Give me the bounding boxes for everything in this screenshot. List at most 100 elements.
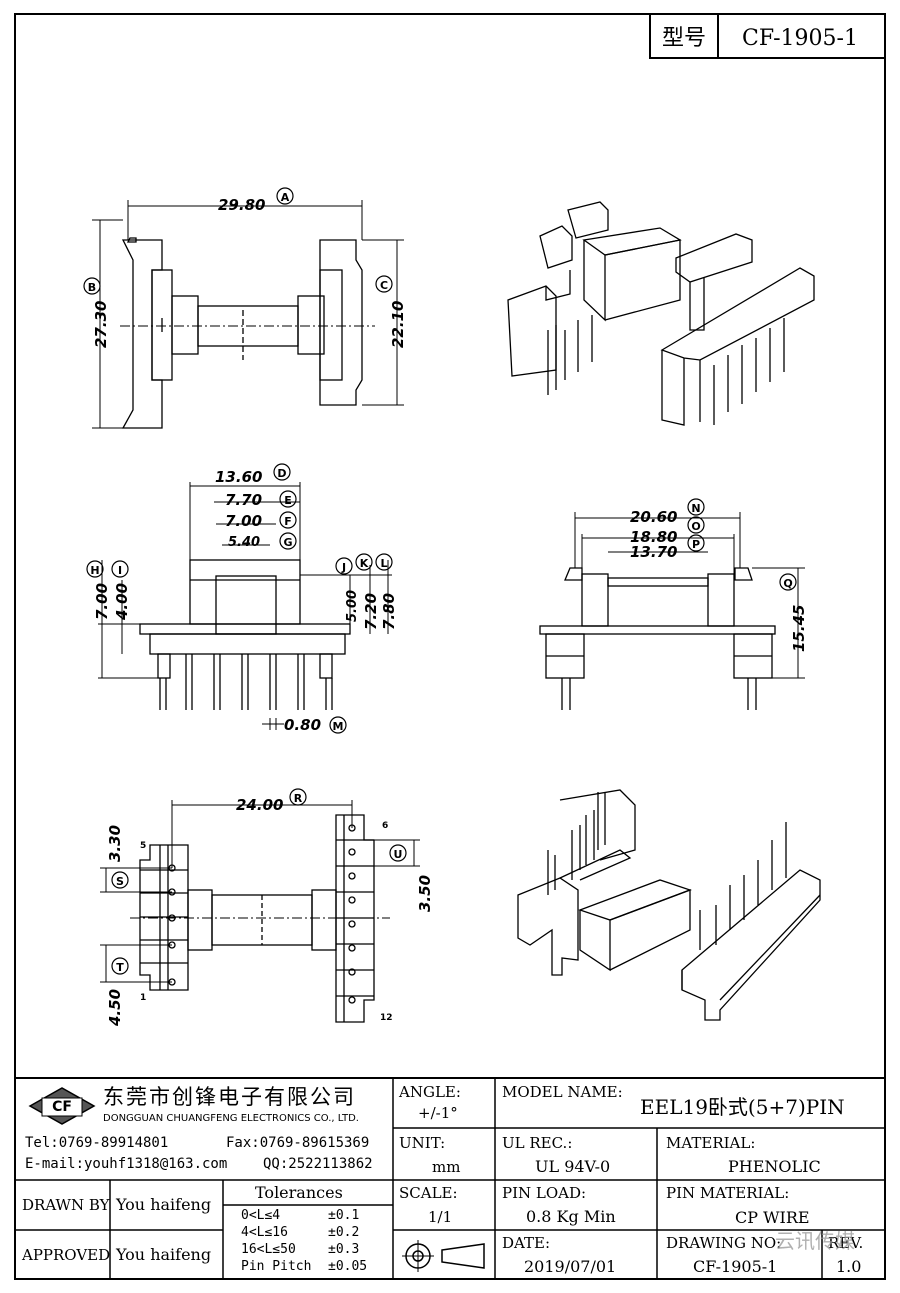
company-fax: Fax:0769-89615369	[226, 1135, 370, 1151]
front-view	[98, 482, 392, 730]
dim-tag: P	[692, 538, 700, 551]
unit-label: UNIT:	[399, 1134, 446, 1152]
front-view-dimensions: 13.60 D 7.70 E 7.00 F 5.40 G 7.00 H 4.00…	[86, 463, 398, 734]
pin-label: 5	[140, 841, 146, 851]
dim-value: 15.45	[790, 605, 808, 652]
model-name-value: EEL19卧式(5+7)PIN	[640, 1095, 845, 1119]
dim-tag: T	[116, 961, 124, 974]
material-label: MATERIAL:	[666, 1134, 756, 1152]
watermark: 云讯传媒	[775, 1229, 855, 1253]
approved-label: APPROVED	[22, 1246, 111, 1264]
dim-value: 29.80	[218, 196, 265, 214]
dim-tag: B	[88, 281, 96, 294]
dim-tag: D	[277, 467, 286, 480]
material-value: PHENOLIC	[728, 1157, 821, 1176]
dim-tag: J	[341, 561, 346, 574]
dim-value: 13.60	[215, 468, 262, 486]
dim-tag: E	[284, 494, 292, 507]
pin-label: 6	[382, 821, 388, 831]
tolerance-range: Pin Pitch	[241, 1259, 312, 1274]
tolerance-value: ±0.05	[328, 1259, 368, 1274]
dim-tag: U	[394, 848, 403, 861]
dim-value: 3.30	[106, 825, 124, 862]
drawing-border	[14, 13, 886, 1280]
unit-value: mm	[432, 1158, 461, 1176]
dim-tag: H	[90, 564, 99, 577]
dim-tag: I	[118, 564, 122, 577]
dim-tag: G	[283, 536, 292, 549]
tolerance-value: ±0.2	[328, 1225, 360, 1240]
isometric-view-1	[507, 201, 815, 426]
company-qq: QQ:2522113862	[263, 1156, 373, 1172]
tolerance-range: 16<L≤50	[241, 1242, 296, 1257]
dim-value: 7.00	[225, 512, 262, 530]
dim-value: 0.80	[284, 716, 321, 734]
dim-value: 4.50	[106, 989, 124, 1027]
pin-load-label: PIN LOAD:	[502, 1184, 587, 1202]
dim-value: 13.70	[630, 543, 677, 561]
model-code: CF-1905-1	[742, 26, 858, 51]
date-value: 2019/07/01	[524, 1257, 617, 1276]
dim-value: 7.00	[93, 583, 111, 620]
dim-value: 7.80	[380, 593, 398, 630]
header-box: 型号 CF-1905-1	[649, 13, 886, 59]
tolerance-value: ±0.3	[328, 1242, 360, 1257]
date-label: DATE:	[502, 1234, 551, 1252]
tolerances-title: Tolerances	[255, 1183, 343, 1202]
drawing-no-value: CF-1905-1	[693, 1257, 778, 1276]
pin-load-value: 0.8 Kg Min	[526, 1207, 616, 1226]
dim-tag: A	[281, 191, 290, 204]
scale-value: 1/1	[428, 1208, 453, 1226]
scale-label: SCALE:	[399, 1184, 458, 1202]
drawn-by-name: You haifeng	[116, 1195, 212, 1214]
isometric-view-2	[517, 789, 821, 1021]
dim-tag: R	[294, 792, 303, 805]
dim-tag: Q	[783, 577, 792, 590]
dim-value: 24.00	[236, 796, 283, 814]
dim-tag: S	[116, 875, 124, 888]
side-view	[539, 512, 805, 710]
dim-tag: L	[380, 557, 387, 570]
company-name-cn: 东莞市创锋电子有限公司	[103, 1085, 356, 1109]
dim-value: 5.40	[228, 535, 260, 550]
dim-tag: F	[284, 515, 292, 528]
dim-tag: N	[691, 502, 700, 515]
tolerance-value: ±0.1	[328, 1208, 360, 1223]
dim-value: 3.50	[416, 875, 434, 912]
company-email: E-mail:youhf1318@163.com	[25, 1156, 228, 1172]
drawing-no-label: DRAWING NO:	[666, 1234, 782, 1252]
type-label: 型号	[662, 26, 706, 51]
angle-label: ANGLE:	[399, 1083, 461, 1101]
dim-tag: K	[360, 557, 369, 570]
bottom-view-dimensions: 24.00 R 3.30 S 4.50 T 3.50 U 5 1 6 12	[106, 788, 434, 1027]
dim-value: 7.20	[362, 593, 380, 630]
ul-rec-label: UL REC.:	[502, 1134, 573, 1152]
company-logo: CF	[52, 1099, 72, 1115]
ul-rec-value: UL 94V-0	[535, 1157, 611, 1176]
dim-value: 18.80	[630, 528, 677, 546]
dim-value: 5.00	[345, 590, 360, 622]
approved-by-name: You haifeng	[116, 1245, 212, 1264]
dim-value: 7.70	[225, 491, 262, 509]
company-name-en: DONGGUAN CHUANGFENG ELECTRONICS CO., LTD…	[103, 1113, 359, 1124]
company-tel: Tel:0769-89914801	[25, 1135, 169, 1151]
rev-value: 1.0	[836, 1257, 862, 1276]
drawn-by-label: DRAWN BY	[22, 1196, 110, 1214]
side-view-dimensions: 20.60 N 18.80 O 13.70 P 15.45 Q	[630, 498, 808, 652]
pin-label: 1	[140, 993, 146, 1003]
dim-tag: O	[691, 520, 700, 533]
dim-value: 22.10	[389, 301, 407, 348]
pin-material-label: PIN MATERIAL:	[666, 1184, 790, 1202]
model-name-label: MODEL NAME:	[502, 1083, 623, 1101]
title-block	[15, 1077, 885, 1279]
dim-value: 20.60	[630, 508, 677, 526]
dim-tag: M	[333, 720, 344, 733]
pin-material-value: CP WIRE	[735, 1208, 810, 1227]
rev-label: REV.	[828, 1234, 864, 1252]
dim-value: 4.00	[113, 583, 131, 621]
dim-tag: C	[380, 279, 388, 292]
bottom-view	[100, 800, 420, 1023]
top-view	[92, 200, 404, 429]
tolerance-range: 0<L≤4	[241, 1208, 281, 1223]
